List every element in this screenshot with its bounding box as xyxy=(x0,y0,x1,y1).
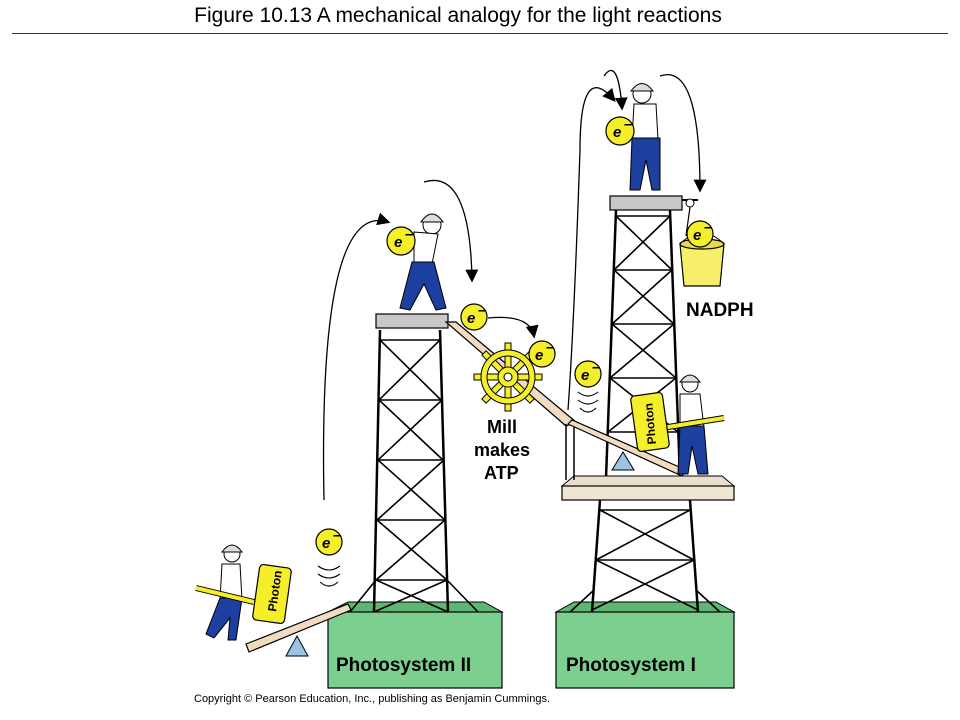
photon-label-2: Photon xyxy=(641,403,659,445)
nadph-label: NADPH xyxy=(686,300,754,321)
electron-ps2-ground: e– xyxy=(315,527,343,556)
worker-photon-1 xyxy=(195,544,255,641)
photosystem-1-base xyxy=(555,611,735,689)
electron-ramp-mill: e– xyxy=(528,339,556,368)
photon-hammer-1: Photon xyxy=(252,563,292,625)
electron-ps2-carried: e– xyxy=(386,226,416,256)
photosystem-1-tower xyxy=(554,195,736,689)
photon-hammer-2: Photon xyxy=(630,391,670,453)
mill-label-line1: Mill xyxy=(487,417,517,437)
photosystem-2-label: Photosystem II xyxy=(336,655,471,676)
svg-text:e: e xyxy=(581,367,589,384)
mill-wheel xyxy=(473,342,543,412)
figure-title: Figure 10.13 A mechanical analogy for th… xyxy=(194,4,722,27)
photosystem-2-base xyxy=(327,611,503,689)
photosystem-2-seesaw xyxy=(245,603,352,657)
photon-label-1: Photon xyxy=(265,570,285,613)
electron-ps1-carried: e– xyxy=(605,116,635,146)
photosystem-1-label: Photosystem I xyxy=(566,655,696,676)
worker-ps1-top xyxy=(629,83,661,191)
mill-label-line2: makes xyxy=(474,440,530,460)
svg-text:–: – xyxy=(333,527,341,544)
svg-text:–: – xyxy=(624,116,632,133)
photosystem-2-tower xyxy=(327,313,504,689)
svg-text:–: – xyxy=(546,339,554,356)
svg-text:e: e xyxy=(394,234,402,251)
svg-text:e: e xyxy=(322,535,330,552)
mill-label-line3: ATP xyxy=(484,463,519,483)
svg-text:–: – xyxy=(592,359,600,376)
motion-lines xyxy=(317,391,599,587)
title-divider xyxy=(12,33,948,34)
copyright-notice: Copyright © Pearson Education, Inc., pub… xyxy=(194,693,551,705)
electron-ps1-ground: e– xyxy=(574,359,602,388)
svg-text:e: e xyxy=(693,227,701,244)
worker-photon-2 xyxy=(661,374,725,475)
svg-text:e: e xyxy=(535,347,543,364)
worker-ps2-top xyxy=(399,213,447,311)
svg-text:–: – xyxy=(478,302,486,319)
electron-path-arrows xyxy=(322,69,707,501)
electron-ramp-top: e– xyxy=(460,302,488,331)
svg-text:–: – xyxy=(405,226,413,243)
svg-text:e: e xyxy=(613,124,621,141)
photosystem-1-seesaw xyxy=(566,419,687,477)
svg-text:–: – xyxy=(704,219,712,236)
svg-text:e: e xyxy=(467,310,475,327)
electron-bucket: e– xyxy=(686,219,714,248)
